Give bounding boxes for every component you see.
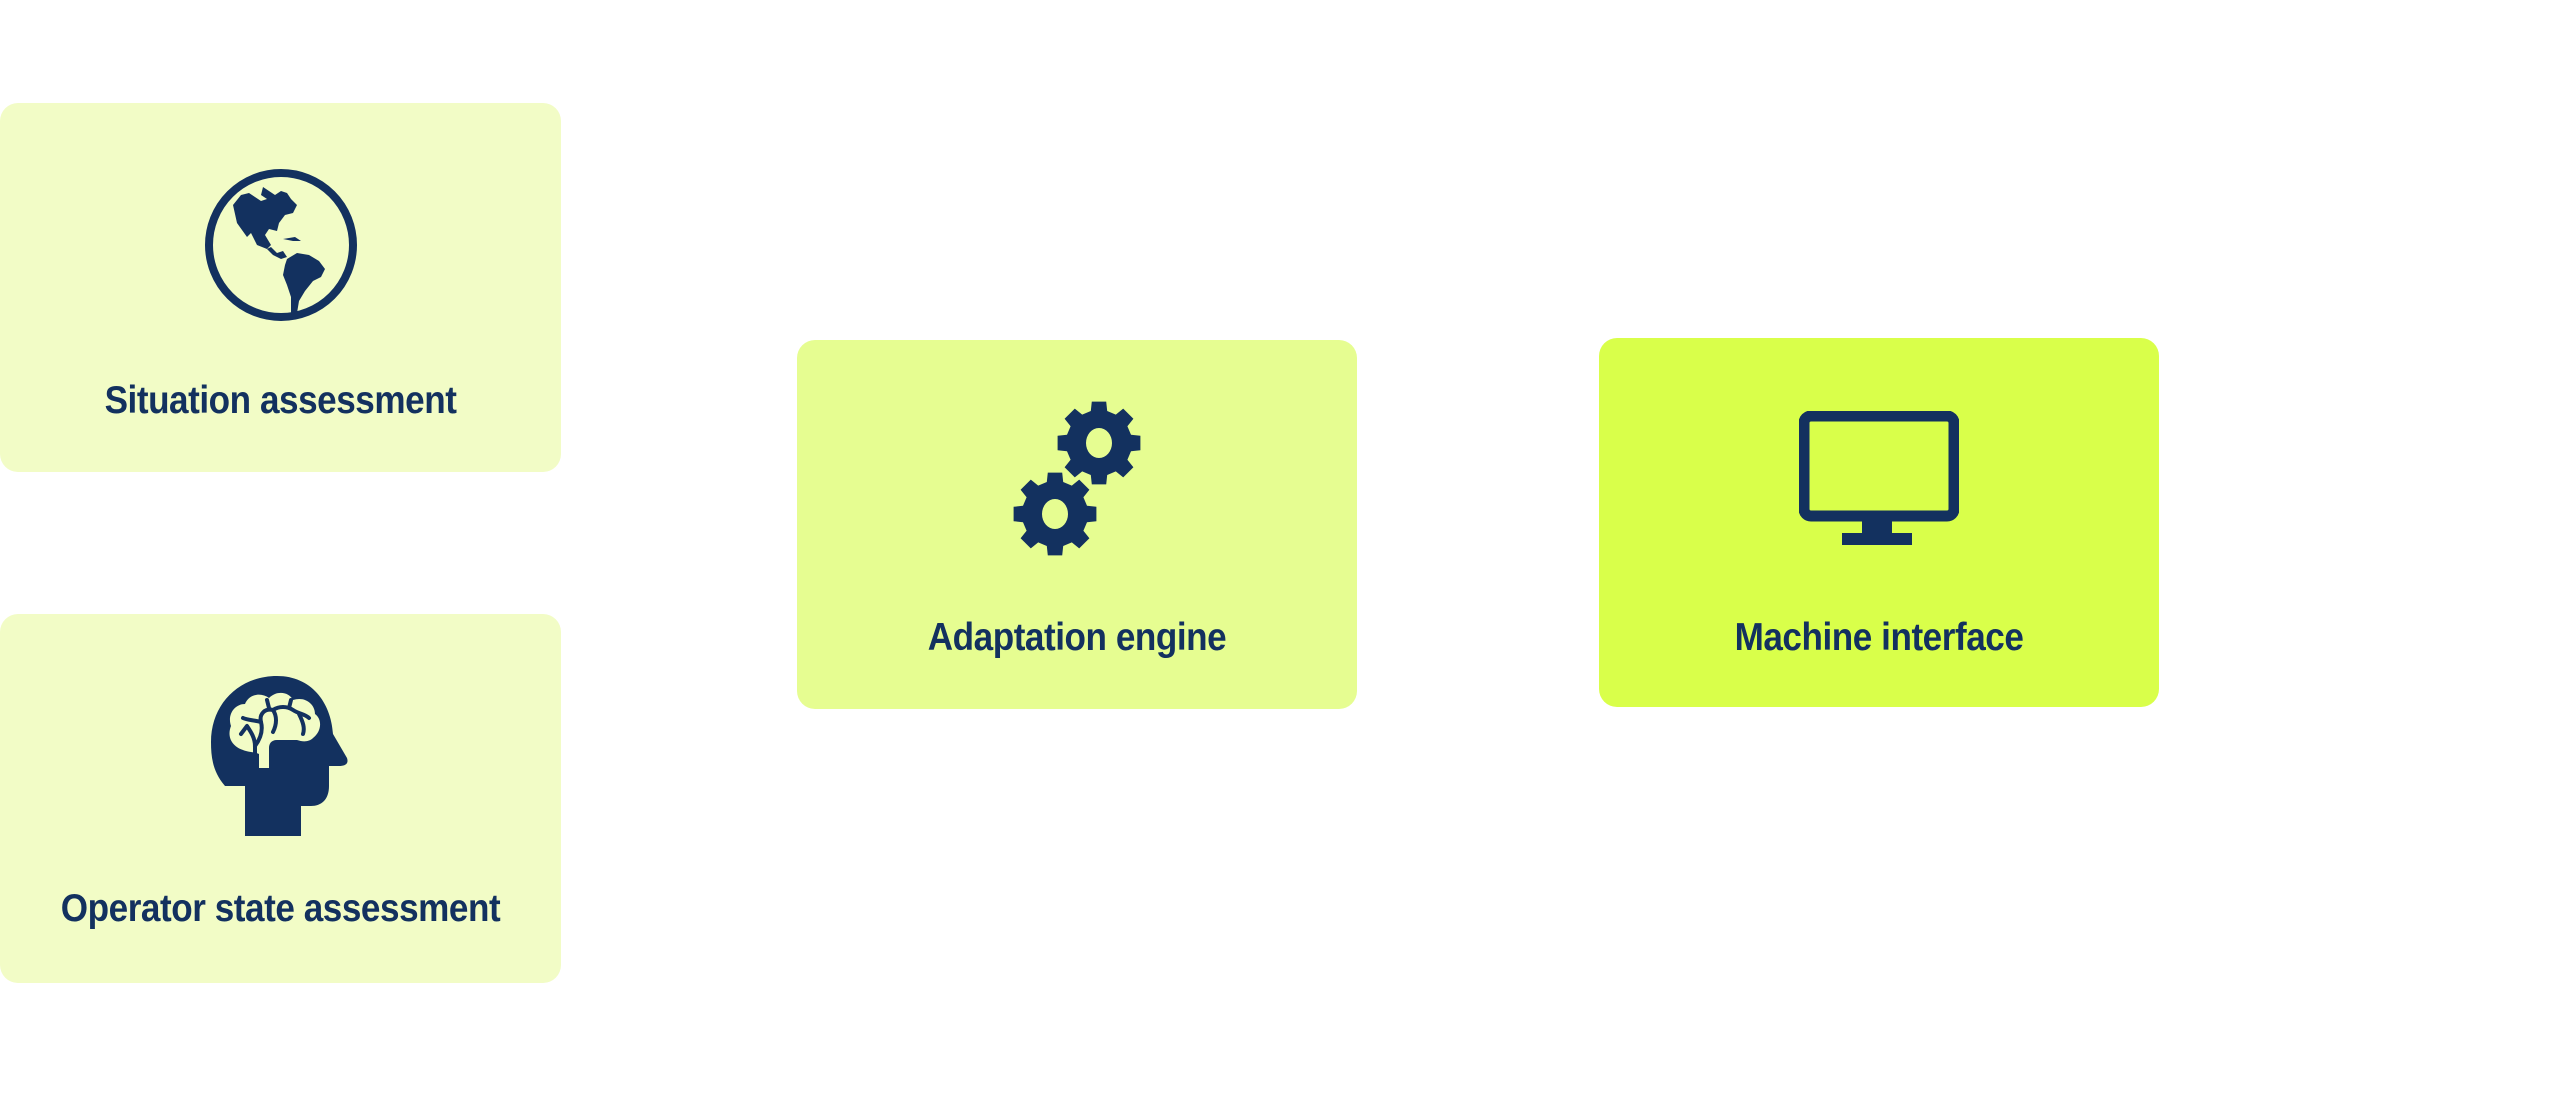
adaptation-engine-label: Adaptation engine (927, 616, 1227, 659)
gear-upper-icon (1057, 401, 1141, 485)
operator-state-assessment-label: Operator state assessment (60, 887, 501, 930)
gears-icon (797, 398, 1357, 568)
situation-assessment-card: Situation assessment (0, 103, 561, 472)
gear-lower-icon (1013, 472, 1097, 556)
machine-interface-card: Machine interface (1599, 338, 2159, 707)
machine-interface-label: Machine interface (1734, 616, 2024, 659)
situation-assessment-label: Situation assessment (104, 379, 457, 422)
monitor-icon (1599, 411, 2159, 547)
globe-icon (0, 165, 561, 325)
adaptation-engine-card: Adaptation engine (797, 340, 1357, 709)
head-brain-icon (0, 676, 561, 841)
operator-state-assessment-card: Operator state assessment (0, 614, 561, 983)
